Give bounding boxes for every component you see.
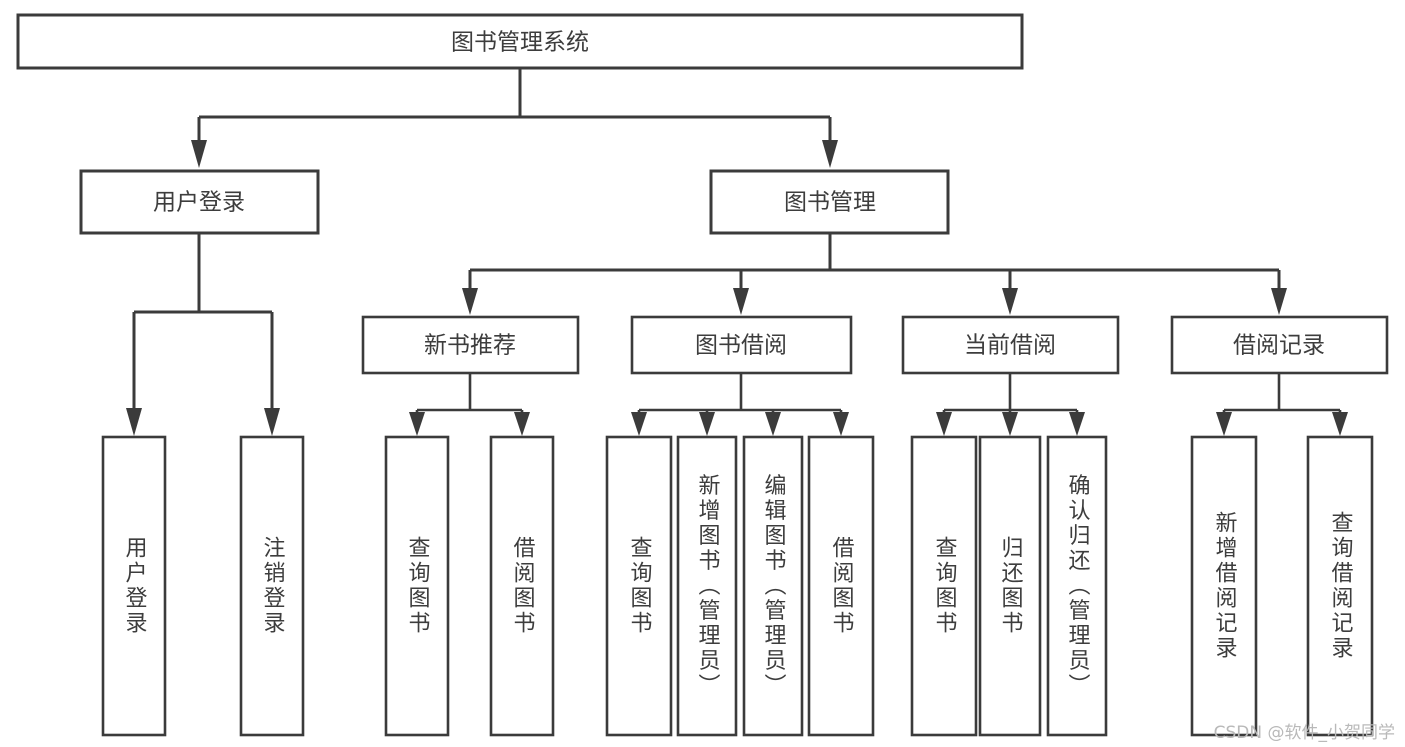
leaf-current-borrow-2-label: 确认归还（管理员） [1065,474,1091,699]
leaf-book-borrow-3[interactable]: 借阅图书 [807,435,875,737]
connector-newbook-to-leaves [409,373,530,436]
node-book-management-label: 图书管理 [784,190,876,216]
leaf-new-book-0[interactable]: 查询图书 [384,435,450,737]
leaf-current-borrow-2[interactable]: 确认归还（管理员） [1046,435,1108,737]
leaf-borrow-record-0-label: 新增借阅记录 [1212,511,1238,661]
connector-userlogin-to-leaves [126,233,280,436]
leaf-book-borrow-1-label: 新增图书（管理员） [695,474,721,699]
node-book-borrow-label: 图书借阅 [695,333,787,359]
leaf-user-login-0[interactable]: 用户登录 [101,435,167,737]
leaf-user-login-1-label: 注销登录 [260,536,286,636]
leaf-new-book-1-label: 借阅图书 [510,536,536,636]
leaf-new-book-1[interactable]: 借阅图书 [489,435,555,737]
leaf-user-login-1[interactable]: 注销登录 [239,435,305,737]
leaf-borrow-record-1-label: 查询借阅记录 [1328,511,1354,661]
leaf-book-borrow-1[interactable]: 新增图书（管理员） [676,435,738,737]
leaf-current-borrow-1[interactable]: 归还图书 [978,435,1042,737]
connector-bookborrow-to-leaves [631,373,849,436]
node-root-system[interactable]: 图书管理系统 [16,13,1024,70]
node-current-borrow-label: 当前借阅 [964,333,1056,359]
connector-root-to-level1 [191,68,838,168]
node-borrow-record-label: 借阅记录 [1233,333,1325,359]
leaf-current-borrow-0-label: 查询图书 [932,536,958,636]
watermark-text: CSDN @软件_小贺同学 [1213,723,1395,743]
connector-borrowrecord-to-leaves [1216,373,1348,436]
leaf-new-book-0-label: 查询图书 [405,536,431,636]
leaf-book-borrow-2-label: 编辑图书（管理员） [761,474,787,699]
leaf-user-login-0-label: 用户登录 [122,536,148,636]
leaf-borrow-record-1[interactable]: 查询借阅记录 [1306,435,1374,737]
node-book-management[interactable]: 图书管理 [709,169,950,235]
node-root-label: 图书管理系统 [451,30,589,56]
node-book-borrow[interactable]: 图书借阅 [630,315,853,375]
connector-currentborrow-to-leaves [936,373,1085,436]
node-new-book-recommend[interactable]: 新书推荐 [361,315,580,375]
node-user-login-label: 用户登录 [153,190,245,216]
connector-bookmgmt-to-level2 [462,233,1287,315]
leaf-book-borrow-0[interactable]: 查询图书 [605,435,673,737]
leaf-book-borrow-3-label: 借阅图书 [829,536,855,636]
leaf-book-borrow-2[interactable]: 编辑图书（管理员） [742,435,804,737]
node-borrow-record[interactable]: 借阅记录 [1170,315,1389,375]
leaf-current-borrow-0[interactable]: 查询图书 [910,435,978,737]
node-new-book-recommend-label: 新书推荐 [424,333,516,359]
leaf-borrow-record-0[interactable]: 新增借阅记录 [1190,435,1258,737]
node-user-login[interactable]: 用户登录 [79,169,320,235]
leaf-current-borrow-1-label: 归还图书 [998,536,1024,636]
node-current-borrow[interactable]: 当前借阅 [901,315,1120,375]
leaf-book-borrow-0-label: 查询图书 [627,536,653,636]
